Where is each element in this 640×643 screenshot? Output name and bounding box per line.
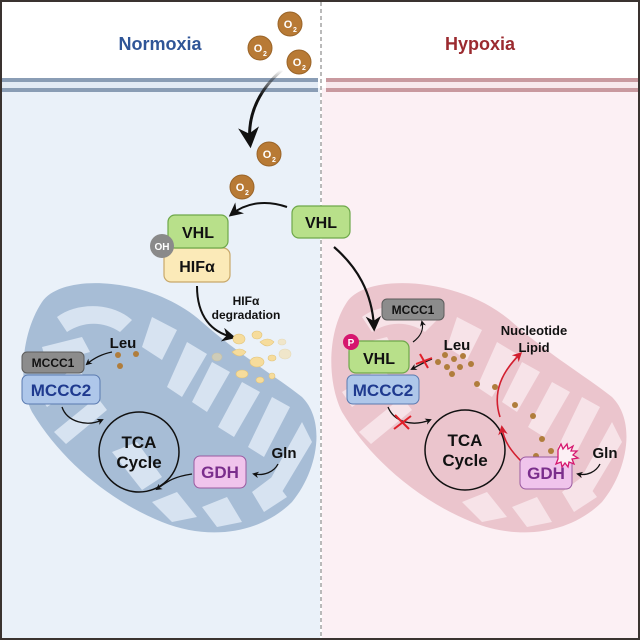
gln-to-gdh-arrow <box>576 463 601 479</box>
normoxia-mccc1: MCCC1 <box>21 351 85 374</box>
svg-text:2: 2 <box>272 157 276 164</box>
vhl-to-mito-arrow <box>333 246 382 332</box>
normoxia-leu-dots <box>115 351 139 369</box>
vhl-to-mccc1-arrow <box>412 320 426 343</box>
leu-inhibition-x <box>415 353 433 369</box>
svg-text:O: O <box>236 182 245 194</box>
svg-text:O: O <box>263 149 272 161</box>
normoxia-tca-cycle: TCA Cycle <box>98 411 180 493</box>
svg-text:MCCC1: MCCC1 <box>32 356 75 370</box>
tca-to-biosynthesis-arrow <box>496 351 523 418</box>
svg-text:GDH: GDH <box>527 464 565 483</box>
vhl-to-hif-arrow <box>228 201 288 217</box>
gln-to-gdh-arrow <box>252 463 279 479</box>
leu-to-mccc1-arrow <box>85 351 113 366</box>
o2-entry-arrow <box>238 68 283 149</box>
tca-inhibition-x <box>393 414 412 430</box>
hypoxia-leu-label: Leu <box>444 337 471 354</box>
svg-text:2: 2 <box>302 65 306 72</box>
svg-text:O: O <box>254 43 263 55</box>
hif-fragments <box>211 330 292 384</box>
svg-text:TCA: TCA <box>122 433 157 452</box>
normoxia-mccc2: MCCC2 <box>21 374 101 405</box>
svg-text:Cycle: Cycle <box>442 451 487 470</box>
o2-molecules: O 2 O 2 O 2 O 2 O 2 <box>229 11 312 200</box>
svg-text:O: O <box>284 19 293 31</box>
nucleotide-label: Nucleotide <box>501 323 567 338</box>
vhl-hif-complex: HIFα VHL OH <box>150 214 231 283</box>
gdh-to-tca-arrow <box>155 473 193 491</box>
hypoxia-title: Hypoxia <box>445 34 516 54</box>
hydroxyl-badge: OH <box>150 234 174 258</box>
hypoxia-tca-cycle: TCA Cycle <box>424 409 506 491</box>
degradation-arrow <box>196 285 237 342</box>
svg-text:VHL: VHL <box>182 225 214 242</box>
hypoxia-membrane <box>326 78 638 92</box>
hypoxia-gdh: GDH <box>519 456 573 490</box>
svg-text:MCCC2: MCCC2 <box>31 381 91 400</box>
hif-degradation-label: HIFα <box>233 294 260 308</box>
svg-text:OH: OH <box>155 242 170 253</box>
svg-text:2: 2 <box>245 190 249 197</box>
svg-text:2: 2 <box>293 27 297 34</box>
vhl-free: VHL <box>291 205 351 239</box>
svg-text:TCA: TCA <box>448 431 483 450</box>
svg-text:VHL: VHL <box>363 351 395 368</box>
phospho-badge: P <box>343 334 359 350</box>
o2-molecule: O 2 <box>229 174 255 200</box>
o2-molecule: O 2 <box>277 11 303 37</box>
lipid-label: Lipid <box>518 340 549 355</box>
svg-text:MCCC1: MCCC1 <box>392 303 435 317</box>
svg-text:P: P <box>348 338 355 349</box>
hypoxia-vhl: VHL <box>348 340 410 374</box>
normoxia-gln-label: Gln <box>272 445 297 462</box>
svg-text:O: O <box>293 57 302 69</box>
hypoxia-mccc1: MCCC1 <box>381 298 445 321</box>
o2-molecule: O 2 <box>286 49 312 75</box>
hypoxia-mccc2: MCCC2 <box>346 374 420 405</box>
normoxia-title: Normoxia <box>118 34 202 54</box>
normoxia-membrane <box>2 78 318 92</box>
vhl-box <box>167 214 229 249</box>
o2-molecule: O 2 <box>256 141 282 167</box>
svg-text:Cycle: Cycle <box>116 453 161 472</box>
normoxia-gdh: GDH <box>193 455 247 489</box>
svg-text:HIFα: HIFα <box>179 259 215 276</box>
svg-text:GDH: GDH <box>201 463 239 482</box>
svg-text:VHL: VHL <box>305 215 337 232</box>
hif-degradation-label: degradation <box>212 308 281 322</box>
svg-text:MCCC2: MCCC2 <box>353 381 413 400</box>
activation-burst-icon <box>554 442 580 469</box>
mccc2-to-tca-arrow <box>61 406 104 425</box>
svg-text:2: 2 <box>263 51 267 58</box>
normoxia-leu-label: Leu <box>110 335 137 352</box>
hypoxia-gln-label: Gln <box>593 445 618 462</box>
gdh-to-tca-flux-arrow <box>498 425 523 463</box>
o2-molecule: O 2 <box>247 35 273 61</box>
